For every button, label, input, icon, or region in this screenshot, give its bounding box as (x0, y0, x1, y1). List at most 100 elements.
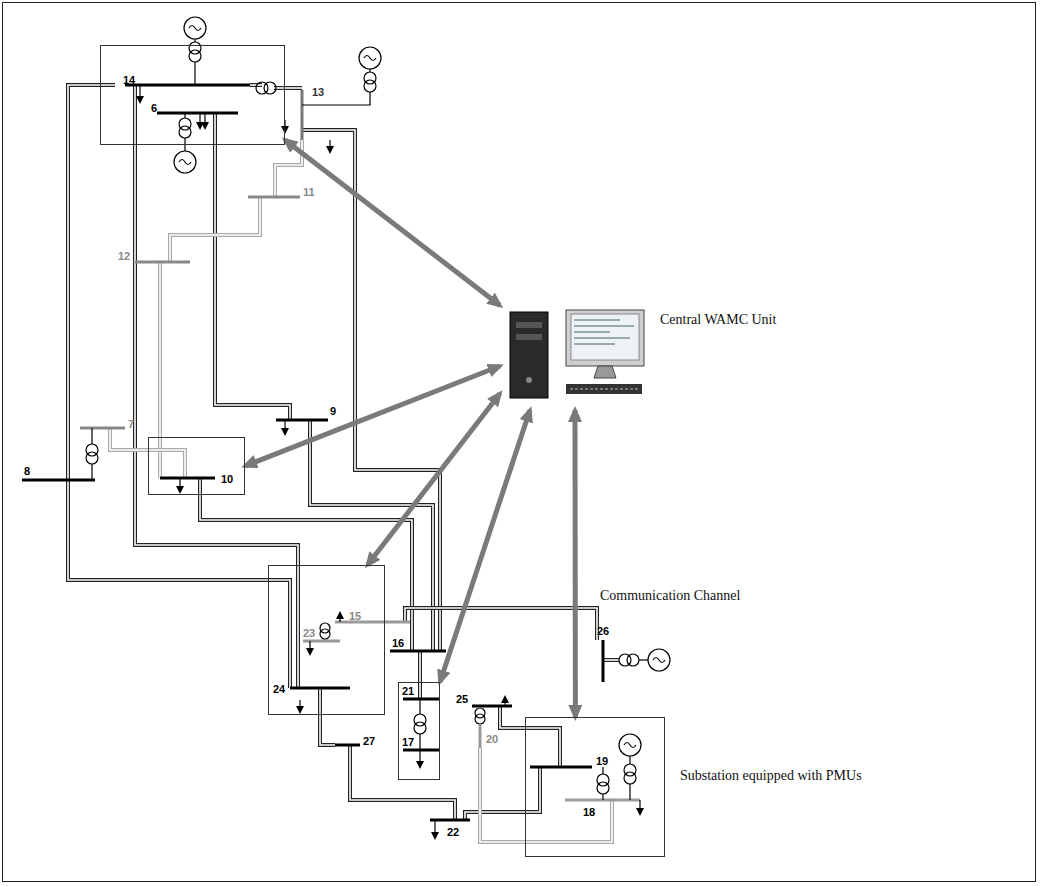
drawing-part (310, 420, 433, 651)
drawing-part (530, 766, 592, 769)
drawing-part (22, 479, 95, 482)
bus-number: 23 (303, 627, 315, 639)
drawing-part (189, 26, 201, 31)
bus-number: 15 (349, 610, 361, 622)
drawing-part (414, 722, 426, 734)
bus-number: 25 (456, 693, 468, 705)
drawing-part (140, 85, 640, 836)
drawing-part (516, 334, 542, 340)
drawing-part (405, 608, 597, 640)
drawing-part (510, 312, 548, 398)
drawing-part (510, 310, 644, 398)
substation-box: 14 6 (100, 45, 285, 145)
drawing-part (516, 322, 542, 328)
drawing-part (479, 725, 482, 748)
bus-number: 9 (330, 405, 336, 417)
drawing-part (158, 262, 162, 478)
drawing-part (179, 160, 191, 165)
communication-link (440, 410, 530, 682)
drawing-part (653, 658, 665, 663)
drawing-part (603, 658, 619, 662)
drawing-part (194, 62, 195, 85)
drawing-part (329, 140, 330, 150)
drawing-part (624, 743, 636, 748)
drawing-part (86, 42, 648, 800)
bus-number: 21 (402, 685, 414, 697)
substation-box: 1918 (525, 717, 665, 857)
bus-number: 8 (24, 465, 30, 477)
drawing-part (139, 85, 140, 100)
drawing-part (639, 800, 640, 812)
substation-box: 15 23 24 (268, 565, 385, 715)
drawing-part (68, 85, 290, 688)
drawing-part (179, 478, 180, 490)
bus-number: 7 (128, 418, 134, 430)
bus-number: 22 (447, 826, 459, 838)
drawing-part (364, 80, 376, 92)
drawing-part (602, 767, 603, 800)
communication-link (245, 366, 500, 466)
drawing-part (125, 84, 250, 87)
drawing-part (68, 85, 619, 842)
annotation-label: Communication Channel (600, 588, 740, 604)
drawing-part (574, 320, 634, 344)
drawing-part (419, 651, 421, 699)
drawing-part (299, 700, 300, 710)
drawing-part (504, 699, 505, 706)
communication-link (367, 394, 500, 566)
bus-number: 14 (123, 74, 135, 86)
bus-number: 6 (151, 102, 157, 114)
drawing-part (303, 640, 340, 643)
drawing-part (159, 262, 161, 478)
drawing-part (301, 90, 304, 140)
drawing-part (603, 659, 619, 661)
drawing-part (80, 427, 125, 430)
drawing-part (405, 608, 597, 640)
drawing-part (310, 420, 433, 651)
substation-box: 21 17 (398, 682, 440, 780)
drawing-part (430, 819, 470, 822)
bus-number: 17 (402, 736, 414, 748)
drawing-part (215, 113, 290, 420)
caption-text: Central WAMC Unit (660, 312, 776, 328)
bus-number: 18 (583, 806, 595, 818)
drawing-part (639, 659, 648, 660)
drawing-part (500, 706, 560, 767)
drawing-part (571, 314, 639, 360)
drawing-part (566, 384, 642, 394)
drawing-part (86, 452, 98, 464)
drawing-part (157, 112, 238, 115)
drawing-part (22, 85, 640, 820)
drawing-part (526, 377, 532, 383)
drawing-part (339, 615, 340, 622)
drawing-part (472, 705, 512, 708)
communication-link (573, 410, 578, 717)
drawing-part (199, 113, 200, 126)
drawing-part (160, 477, 215, 480)
drawing-part (320, 629, 330, 639)
drawing-part (418, 651, 422, 699)
drawing-part (174, 17, 670, 756)
drawing-part (403, 698, 440, 701)
drawing-part (594, 366, 616, 378)
communication-link (285, 140, 500, 306)
drawing-part (91, 428, 92, 480)
drawing-part (419, 750, 420, 765)
drawing-part (627, 654, 639, 666)
drawing-part (500, 706, 560, 767)
drawing-part (184, 17, 206, 39)
drawing-part (480, 748, 612, 842)
drawing-part (174, 151, 196, 173)
drawing-part (619, 734, 641, 756)
drawing-part (364, 56, 376, 61)
drawing-part (629, 756, 630, 800)
drawing-part (189, 50, 201, 62)
drawing-part (419, 699, 420, 750)
substation-box: 10 (148, 437, 245, 495)
drawing-part (276, 419, 328, 422)
drawing-part (566, 310, 644, 366)
drawing-part (335, 621, 410, 624)
drawing-part (475, 708, 485, 718)
bus-number: 24 (273, 683, 285, 695)
